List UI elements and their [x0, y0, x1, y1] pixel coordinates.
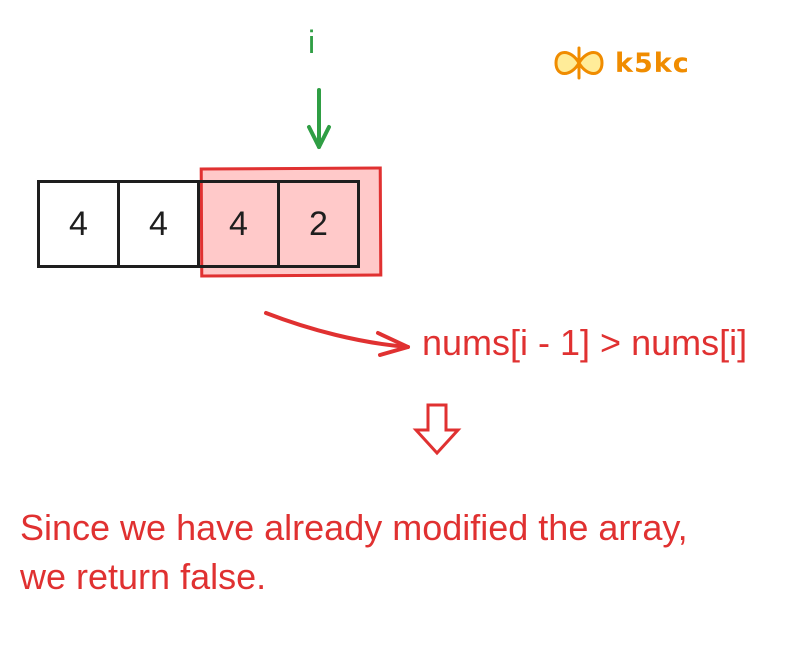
logo: k5kc — [553, 46, 690, 80]
array-cell-1: 4 — [117, 180, 200, 268]
array-cell-0: 4 — [37, 180, 120, 268]
down-arrow-icon — [307, 88, 331, 149]
hollow-down-arrow-icon — [412, 403, 462, 456]
bowtie-logo-icon — [554, 46, 604, 80]
curved-arrow-icon — [264, 311, 410, 357]
logo-text: k5kc — [615, 47, 690, 79]
conclusion-line-2: we return false. — [20, 556, 267, 597]
conclusion-line-1: Since we have already modified the array… — [20, 507, 688, 548]
array-cell-3: 2 — [277, 180, 360, 268]
array-cell-2: 4 — [197, 180, 280, 268]
conclusion-text: Since we have already modified the array… — [20, 503, 800, 601]
condition-text: nums[i - 1] > nums[i] — [422, 322, 748, 363]
pointer-label-i: i — [308, 24, 316, 60]
array: 4 4 4 2 — [37, 180, 360, 268]
